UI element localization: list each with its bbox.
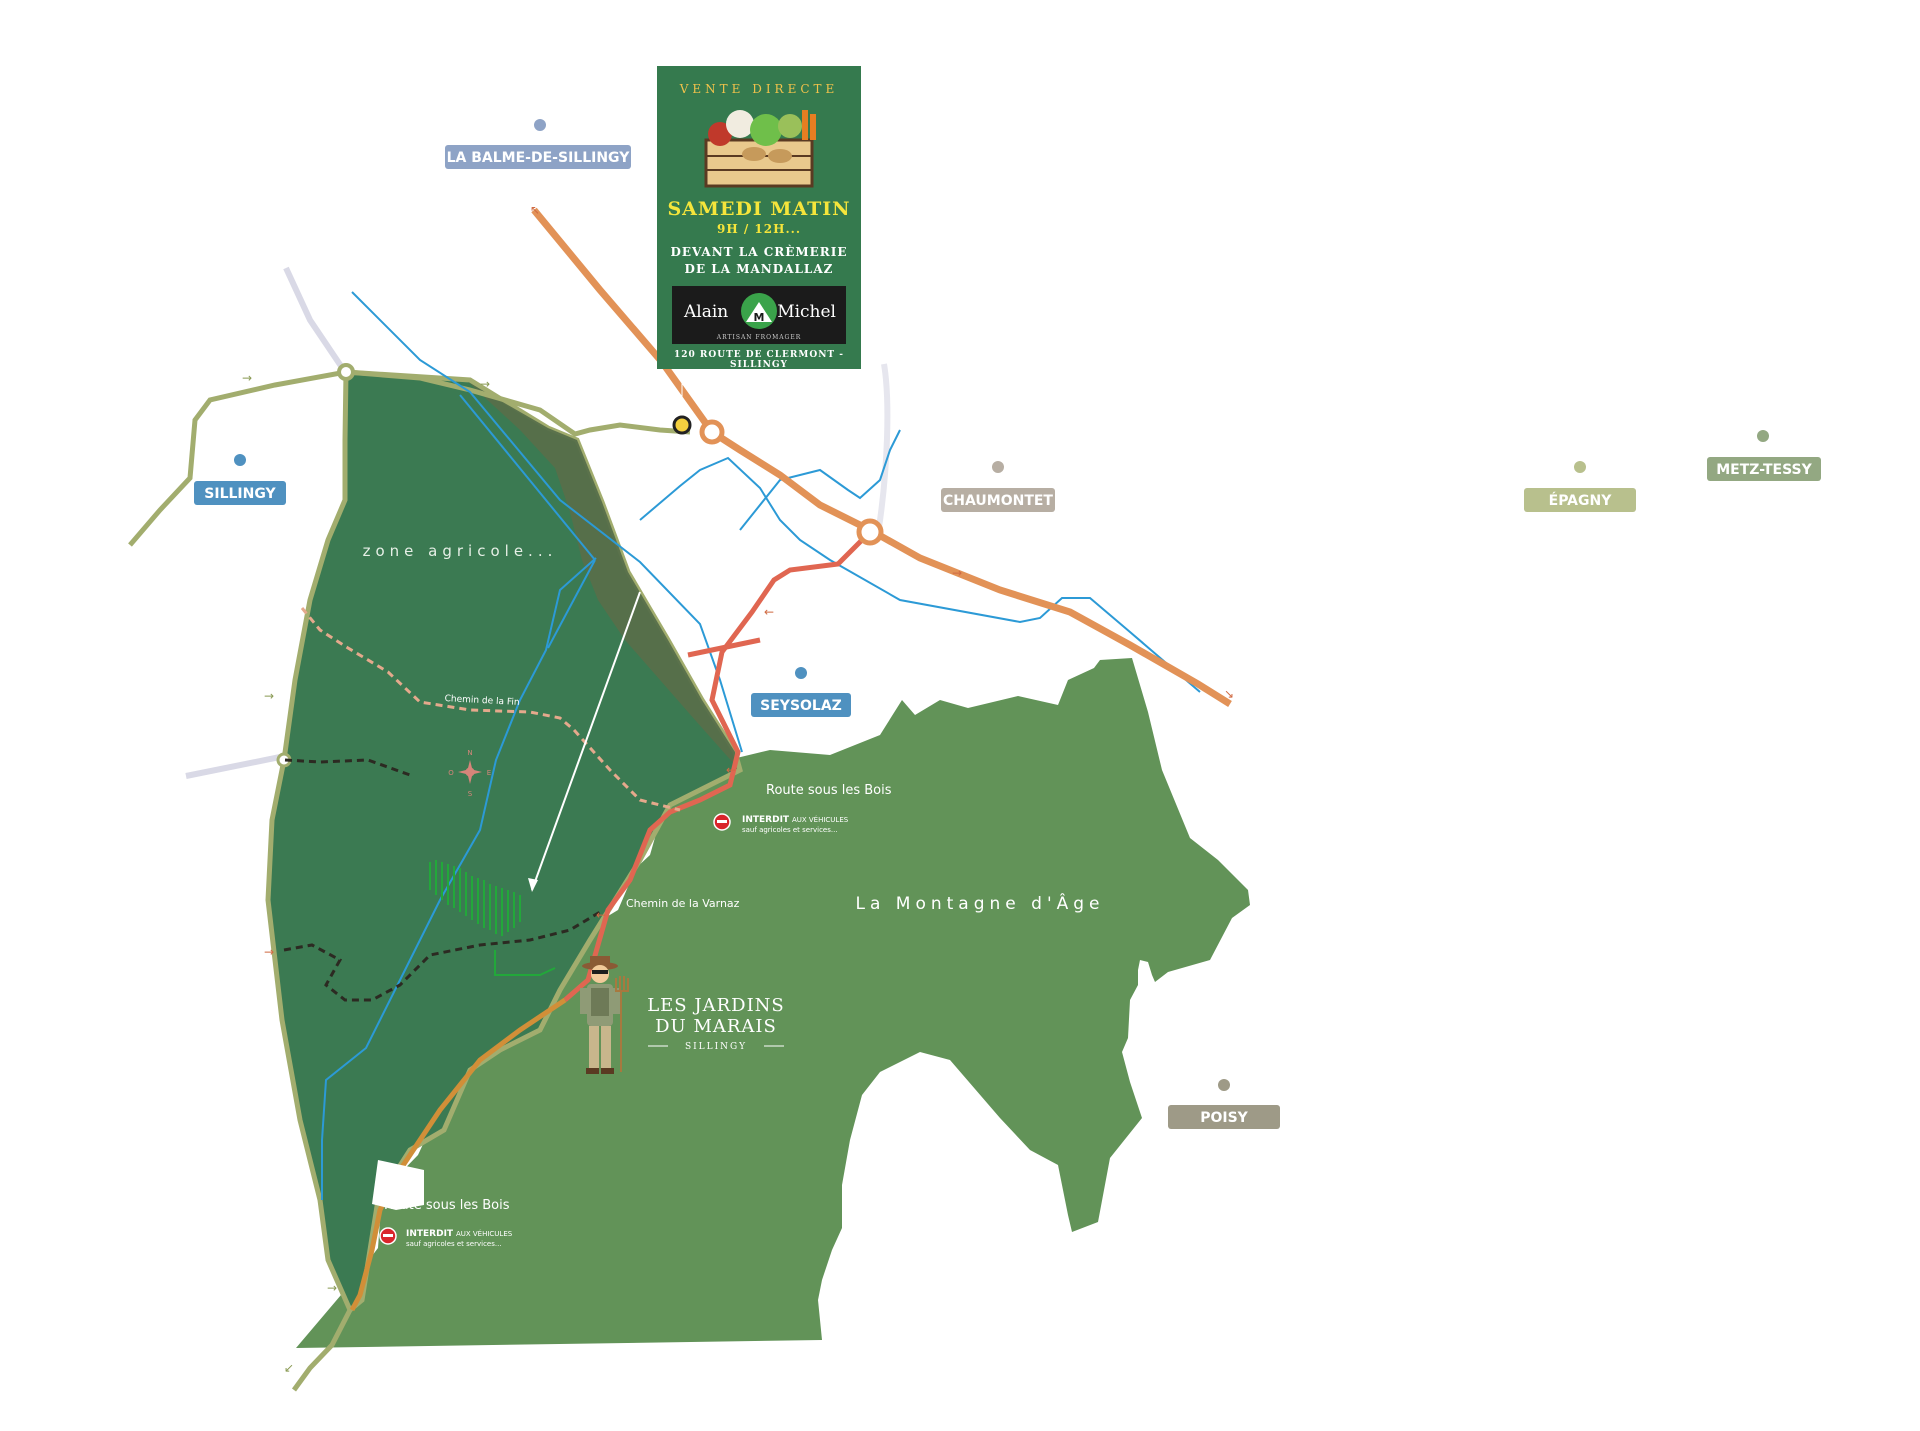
town-sillingy-label: SILLINGY [204, 486, 276, 502]
pointer-arrowhead [528, 878, 538, 892]
svg-text:←: ← [726, 763, 736, 777]
interdit-rest: AUX VÉHICULES [792, 815, 849, 824]
border-road [128, 369, 691, 547]
river [321, 291, 1201, 1200]
interdit-rest: AUX VÉHICULES [456, 1229, 513, 1238]
poster-devant-line2: DE LA MANDALLAZ [684, 262, 834, 276]
poster-devant-line1: DEVANT LA CRÈMERIE [670, 245, 848, 259]
interdit-strong: INTERDIT [406, 1229, 454, 1239]
town-balme-label: LA BALME-DE-SILLINGY [447, 150, 631, 166]
svg-text:↖: ↖ [530, 203, 540, 217]
border-road [291, 1308, 353, 1392]
route-sous-les-bois-label: Route sous les Bois [766, 783, 892, 798]
svg-text:→: → [952, 566, 962, 580]
svg-text:→: → [242, 371, 252, 385]
compass-s: S [468, 790, 473, 798]
poster-samedi: SAMEDI MATIN [667, 198, 851, 220]
compass-o: O [448, 769, 454, 777]
logo-left: Alain [684, 302, 729, 322]
svg-text:←: ← [764, 605, 774, 619]
red-road [687, 637, 761, 658]
alain-michel-logo: Alain M Michel ARTISAN FROMAGER [672, 286, 846, 344]
green-link [494, 950, 556, 976]
town-dot [534, 119, 546, 131]
no-entry-bar [717, 820, 727, 823]
grey-road [283, 266, 348, 374]
compass-icon: N S E O [448, 749, 491, 798]
svg-text:→: → [480, 377, 490, 391]
svg-text:→: → [264, 689, 274, 703]
svg-text:↘: ↘ [1224, 687, 1234, 701]
jardins-line2: DU MARAIS [655, 1016, 777, 1037]
poster-devant: DEVANT LA CRÈMERIE DE LA MANDALLAZ [657, 244, 861, 278]
montagne-label: La Montagne d'Âge [856, 892, 1105, 914]
town-epagny-badge[interactable] [1524, 488, 1636, 512]
road-arrows: → → → → → ↙ ↖ → ↘ ← ← ← [242, 203, 1234, 1375]
jardins-line3: SILLINGY [685, 1042, 747, 1052]
poster-vente: VENTE DIRECTE [679, 82, 839, 96]
svg-text:↙: ↙ [284, 1361, 294, 1375]
no-entry-bar [383, 1234, 393, 1237]
town-poisy-badge[interactable] [1168, 1105, 1280, 1129]
roundabout [337, 363, 355, 381]
town-chaumontet-label: CHAUMONTET [943, 493, 1053, 509]
town-balme-badge[interactable] [445, 145, 631, 169]
vegetable-crate-icon [704, 110, 816, 188]
chemin-de-la-fin-path [300, 607, 681, 812]
chemin-de-la-varnaz-label: Chemin de la Varnaz [626, 897, 740, 910]
town-seysolaz-label: SEYSOLAZ [760, 698, 842, 714]
roundabout [699, 419, 725, 445]
dashed-track [284, 758, 411, 777]
town-metz-tessy-label: METZ-TESSY [1716, 462, 1812, 478]
town-dot [1574, 461, 1586, 473]
town-epagny-label: ÉPAGNY [1549, 492, 1613, 509]
vente-directe-poster[interactable]: VENTE DIRECTE SAMEDI MATIN 9H / 12H... D… [657, 66, 861, 370]
chemin-de-la-fin-label: Chemin de la Fin [444, 694, 519, 708]
town-dot [795, 667, 807, 679]
field-hatch [429, 860, 521, 936]
main-road [531, 207, 1232, 707]
pointer-arrow [531, 591, 641, 891]
svg-text:←: ← [596, 908, 606, 922]
interdit-sub: sauf agricoles et services... [406, 1240, 502, 1248]
red-road [563, 530, 872, 1002]
town-dot [234, 454, 246, 466]
town-chaumontet-badge[interactable] [941, 488, 1055, 512]
svg-text:→: → [327, 1281, 337, 1295]
interdit-label: INTERDIT AUX VÉHICULES [742, 815, 849, 825]
zone-agricole-label: zone agricole... [363, 542, 558, 560]
interdit-label: INTERDIT AUX VÉHICULES [406, 1229, 513, 1239]
roundabout [856, 518, 884, 546]
town-metz-tessy-badge[interactable] [1707, 457, 1821, 481]
chemin-de-la-varnaz-path [283, 910, 601, 1002]
town-poisy-label: POISY [1200, 1110, 1248, 1126]
interdit-sub: sauf agricoles et services... [742, 826, 838, 834]
town-dot [1757, 430, 1769, 442]
route-sous-les-bois-label: Route sous les Bois [384, 1198, 510, 1213]
farmer-icon [580, 956, 629, 1074]
town-dot [992, 461, 1004, 473]
town-seysolaz-badge[interactable] [751, 693, 851, 717]
zone-wedge [468, 382, 735, 765]
town-sillingy-badge[interactable] [194, 481, 286, 505]
grey-road [875, 363, 891, 535]
clearing [372, 1160, 424, 1210]
compass-e: E [487, 769, 491, 777]
town-dot [1218, 1079, 1230, 1091]
poster-hours: 9H / 12H... [717, 222, 801, 236]
montagne-area [296, 658, 1250, 1348]
jardins-line1: LES JARDINS [647, 995, 785, 1016]
shop-marker[interactable] [672, 415, 692, 435]
grey-road [185, 753, 286, 779]
svg-text:→: → [264, 945, 274, 959]
svg-text:M: M [754, 311, 765, 324]
interdit-strong: INTERDIT [742, 815, 790, 825]
logo-tag: ARTISAN FROMAGER [716, 334, 802, 341]
poster-address: 120 ROUTE DE CLERMONT - SILLINGY [673, 350, 844, 370]
logo-mark-icon: M [741, 293, 777, 329]
compass-n: N [467, 749, 472, 757]
logo-right: Michel [777, 302, 836, 322]
